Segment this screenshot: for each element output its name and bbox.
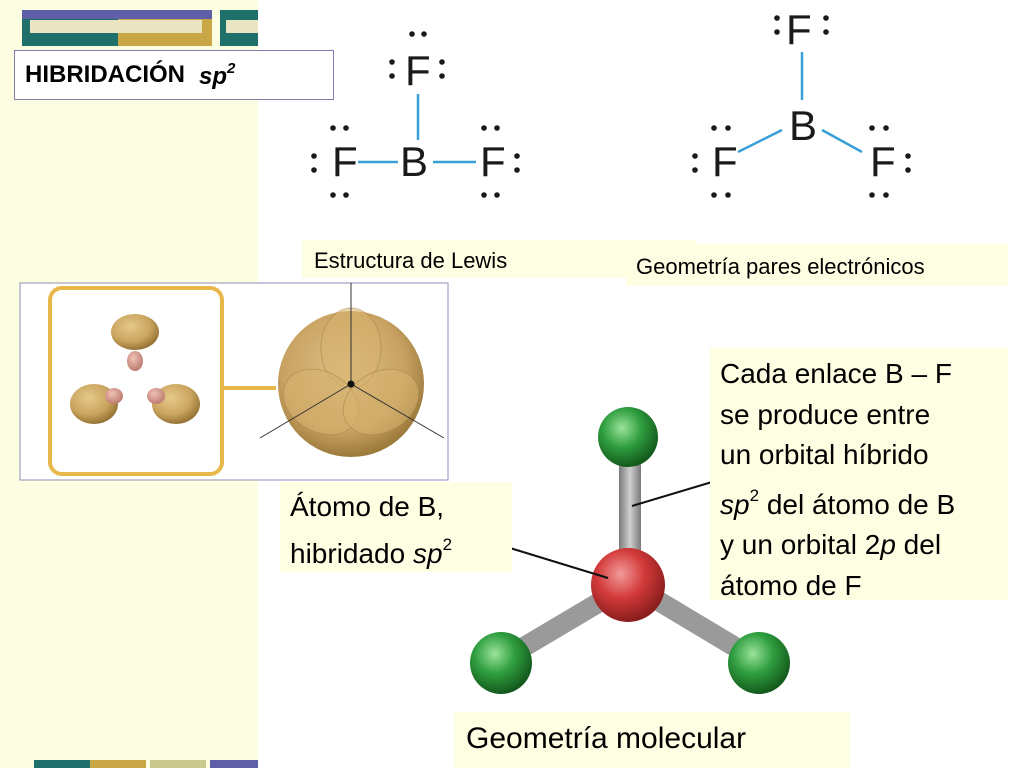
bottom-deco-bars <box>34 760 258 768</box>
top-deco-bars <box>22 10 258 46</box>
atom-pointer-line <box>509 547 609 579</box>
fluorine-atom-left <box>470 632 532 694</box>
lewis-bonds <box>358 94 476 164</box>
geometry-atom-center: B <box>789 102 817 149</box>
lewis-atom-center: B <box>400 138 428 185</box>
slide-title: HIBRIDACIÓN sp2 <box>14 50 334 100</box>
title-hybrid: sp2 <box>199 59 236 90</box>
orbital-panel <box>19 282 449 481</box>
boron-atom <box>591 548 665 622</box>
fluorine-atom-top <box>598 407 658 467</box>
molecular-geometry-caption: Geometría molecular <box>454 712 850 768</box>
lewis-atom-right: F <box>480 138 506 185</box>
bond-pointer-line <box>631 481 713 507</box>
title-main: HIBRIDACIÓN <box>25 61 185 88</box>
geometry-atom-right: F <box>870 138 896 185</box>
ball-and-stick-model <box>470 407 790 694</box>
lewis-lone-pairs <box>311 31 520 198</box>
hybridized-atom-label: Átomo de B, hibridado sp2 <box>280 482 512 572</box>
bond-explanation-box: Cada enlace B – F se produce entre un or… <box>710 348 1008 601</box>
geometry-atom-top: F <box>786 6 812 53</box>
lewis-atom-top: F <box>405 47 431 94</box>
electron-geometry-caption: Geometría pares electrónicos <box>626 244 1008 286</box>
fluorine-atom-right <box>728 632 790 694</box>
lewis-atom-left: F <box>332 138 358 185</box>
geometry-lone-pairs <box>692 15 911 198</box>
geometry-atom-left: F <box>712 138 738 185</box>
geometry-bonds <box>737 52 863 154</box>
